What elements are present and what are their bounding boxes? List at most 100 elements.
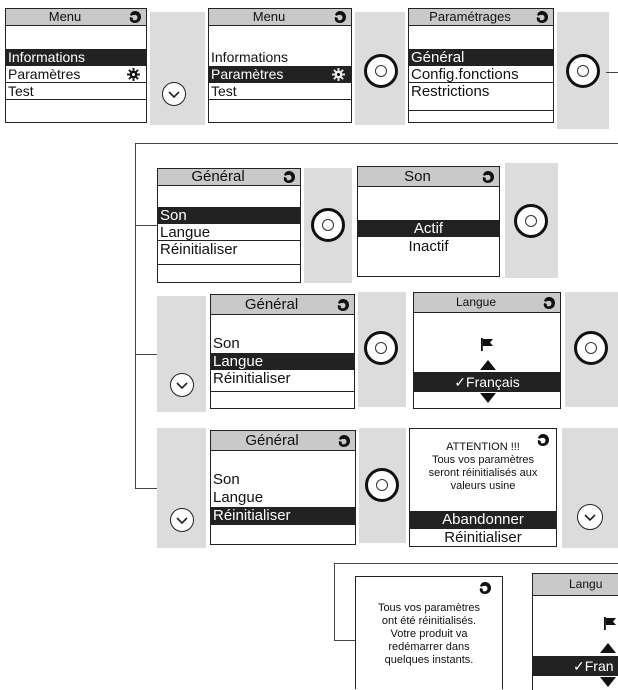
connector-line <box>334 563 618 564</box>
menu-item-informations[interactable]: Informations <box>211 49 289 65</box>
ok-button[interactable] <box>574 331 608 365</box>
menu-screen-2: Menu Informations Paramètres Test <box>208 8 352 123</box>
general-screen: Général Son Langue Réinitialiser <box>157 168 301 283</box>
screen-title-bar: Général <box>158 169 300 186</box>
menu-item-son[interactable]: Son <box>213 471 240 488</box>
menu-item-general[interactable]: Général <box>409 49 553 66</box>
connector-line <box>135 488 157 489</box>
menu-item-reinitialiser[interactable]: Réinitialiser <box>158 241 300 265</box>
screen-title: Son <box>404 168 431 185</box>
warning-title: ATTENTION !!! <box>446 441 520 453</box>
menu-item-parametres[interactable]: Paramètres <box>6 66 146 83</box>
ok-button[interactable] <box>566 54 600 88</box>
connector-line <box>135 143 136 488</box>
brand-logo-icon <box>336 298 350 312</box>
menu-item-test[interactable]: Test <box>209 83 351 100</box>
screen-title: Général <box>244 296 299 313</box>
ok-button-icon <box>525 215 537 227</box>
ok-button[interactable] <box>311 208 345 242</box>
menu-item-test[interactable]: Test <box>6 83 146 100</box>
menu-item-informations[interactable]: Informations <box>6 49 146 66</box>
brand-logo-icon <box>333 10 347 24</box>
button-panel <box>150 12 205 125</box>
down-arrow-icon <box>600 677 616 687</box>
ok-button[interactable] <box>364 331 398 365</box>
ok-button[interactable] <box>514 204 548 238</box>
brand-logo-icon <box>481 170 495 184</box>
language-selected[interactable]: ✓Fran <box>533 656 618 676</box>
option-inactif[interactable]: Inactif <box>408 238 449 255</box>
warning-line: valeurs usine <box>450 480 516 492</box>
screen-title: Menu <box>252 9 286 24</box>
option-actif[interactable]: Actif <box>358 220 499 237</box>
menu-item-label: Paramètres <box>211 66 284 82</box>
screen-title: Menu <box>48 9 82 24</box>
flag-icon <box>604 617 616 630</box>
option-abandonner[interactable]: Abandonner <box>410 511 556 529</box>
brand-logo-icon <box>128 10 142 24</box>
check-icon: ✓ <box>454 374 467 390</box>
screen-title: Paramétrages <box>429 9 511 24</box>
warning-line: Tous vos paramètres <box>431 454 535 466</box>
menu-item-label: Paramètres <box>8 66 81 82</box>
ok-button-icon <box>376 479 388 491</box>
down-button[interactable] <box>170 508 194 532</box>
flag-icon <box>481 338 493 351</box>
message-line: Tous vos paramètres <box>377 602 481 614</box>
menu-item-reinitialiser[interactable]: Réinitialiser <box>211 370 354 392</box>
screen-title-bar: Général <box>211 295 354 315</box>
check-icon: ✓ <box>573 658 585 674</box>
screen-title: Général <box>245 432 299 449</box>
warning-line: seront réinitialisés aux <box>428 467 538 479</box>
connector-line <box>606 72 618 73</box>
reset-confirm-screen: ATTENTION !!! Tous vos paramètres seront… <box>409 428 557 547</box>
langue-screen-cropped: Langu ✓Fran <box>532 573 618 690</box>
screen-title-bar: Langue <box>414 293 560 313</box>
langue-screen: Langue ✓Français <box>413 292 561 409</box>
menu-item-son[interactable]: Son <box>213 335 240 352</box>
menu-item-son[interactable]: Son <box>158 207 300 224</box>
screen-title: Général <box>191 168 245 185</box>
ok-button[interactable] <box>364 54 398 88</box>
down-arrow-icon <box>480 393 496 403</box>
up-arrow-icon <box>600 643 616 653</box>
connector-line <box>135 225 157 226</box>
connector-line <box>135 143 618 144</box>
connector-line <box>334 563 335 641</box>
general-screen-reinit: Général Son Langue Réinitialiser <box>210 430 356 545</box>
brand-logo-icon <box>542 296 556 310</box>
menu-item-restrictions[interactable]: Restrictions <box>409 83 553 111</box>
message-line: quelques instants. <box>384 654 474 666</box>
menu-item-langue[interactable]: Langue <box>211 353 354 370</box>
screen-title: Langue <box>455 295 497 309</box>
down-button[interactable] <box>162 82 186 106</box>
general-screen-langue: Général Son Langue Réinitialiser <box>210 294 355 409</box>
language-label: Fran <box>584 658 614 674</box>
option-reinitialiser[interactable]: Réinitialiser <box>444 529 522 546</box>
up-arrow-icon <box>480 360 496 370</box>
brand-logo-icon <box>337 434 351 448</box>
message-line: Votre produit va <box>390 628 468 640</box>
message-line: ont été réinitialisés. <box>381 615 477 627</box>
language-label: Français <box>466 374 520 390</box>
menu-item-parametres[interactable]: Paramètres <box>209 66 351 83</box>
language-selected[interactable]: ✓Français <box>414 372 560 392</box>
gear-icon <box>332 68 345 81</box>
menu-item-config-fonctions[interactable]: Config.fonctions <box>409 66 553 83</box>
chevron-down-icon <box>176 382 188 390</box>
menu-item-langue[interactable]: Langue <box>213 489 264 506</box>
ok-button[interactable] <box>365 468 399 502</box>
down-button[interactable] <box>577 504 603 530</box>
down-button[interactable] <box>170 373 194 397</box>
screen-title-bar: Son <box>358 167 499 187</box>
menu-item-reinitialiser[interactable]: Réinitialiser <box>211 507 355 525</box>
ok-button-icon <box>585 342 597 354</box>
ok-button-icon <box>322 219 334 231</box>
chevron-down-icon <box>176 517 188 525</box>
menu-item-langue[interactable]: Langue <box>158 224 300 241</box>
message-line: redémarrer dans <box>388 641 470 653</box>
screen-title: Langu <box>569 577 603 591</box>
screen-title-bar: Général <box>211 431 355 451</box>
connector-line <box>334 640 356 641</box>
ok-button-icon <box>577 65 589 77</box>
